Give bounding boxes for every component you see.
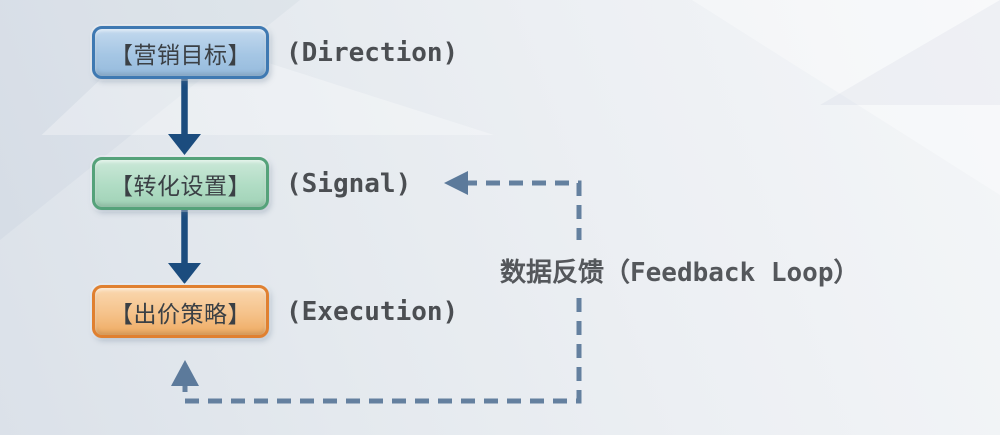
node-conversion-setup: 【转化设置】 [92, 157, 269, 210]
feedback-dashed-upper [463, 180, 582, 240]
feedback-loop-label: 数据反馈（Feedback Loop） [500, 258, 860, 288]
background-facet [692, 0, 1000, 195]
annotation-signal: (Signal) [286, 168, 412, 199]
annotation-execution: (Execution) [286, 296, 459, 327]
feedback-arrowhead-left [444, 171, 468, 195]
node-marketing-goal: 【营销目标】 [92, 26, 269, 79]
arrow-goal-to-conversion-head [168, 134, 201, 155]
node-conversion-setup-label: 【转化设置】 [110, 172, 251, 199]
node-marketing-goal-label: 【营销目标】 [110, 41, 251, 68]
background-facet [820, 0, 1000, 105]
node-bidding-strategy: 【出价策略】 [92, 285, 269, 338]
feedback-arrowhead-up [171, 360, 199, 386]
arrow-conversion-to-bidding-head [168, 263, 201, 284]
node-bidding-strategy-label: 【出价策略】 [110, 300, 251, 327]
annotation-direction: (Direction) [286, 37, 459, 68]
